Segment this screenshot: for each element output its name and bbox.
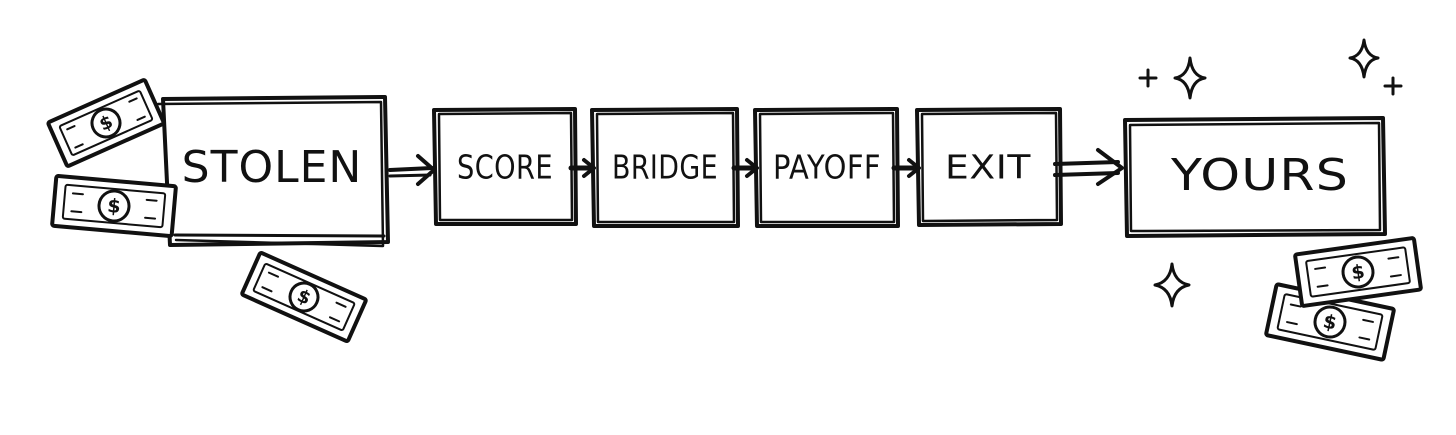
money-bill-icon <box>240 251 368 343</box>
money-bill-icon <box>1293 236 1423 308</box>
bill-symbol: $ <box>106 195 121 218</box>
step-label-score: SCORE <box>457 148 553 187</box>
step-label-exit: EXIT <box>945 148 1031 187</box>
step-label-yours: YOURS <box>1170 150 1349 201</box>
arrow-exit-to-yours <box>1053 148 1124 186</box>
step-label-stolen: STOLEN <box>182 142 363 193</box>
sparkle-icon <box>1173 56 1207 100</box>
step-box-yours <box>1123 116 1387 238</box>
plus-sparkle-icon <box>1383 76 1403 96</box>
sparkle-icon <box>1153 262 1191 308</box>
step-box-payoff <box>753 107 900 228</box>
step-box-exit <box>915 107 1063 227</box>
arrow-stolen-to-score <box>388 154 436 186</box>
bill-symbol: $ <box>1321 310 1339 334</box>
bill-symbol: $ <box>1350 261 1366 285</box>
step-box-bridge <box>590 107 740 228</box>
sparkle-icon <box>1348 38 1380 79</box>
step-label-bridge: BRIDGE <box>612 148 718 187</box>
step-box-score <box>432 107 578 226</box>
step-label-payoff: PAYOFF <box>773 148 881 187</box>
money-bill-icon <box>46 78 166 168</box>
plus-sparkle-icon <box>1138 68 1158 88</box>
money-bill-icon <box>50 174 178 238</box>
